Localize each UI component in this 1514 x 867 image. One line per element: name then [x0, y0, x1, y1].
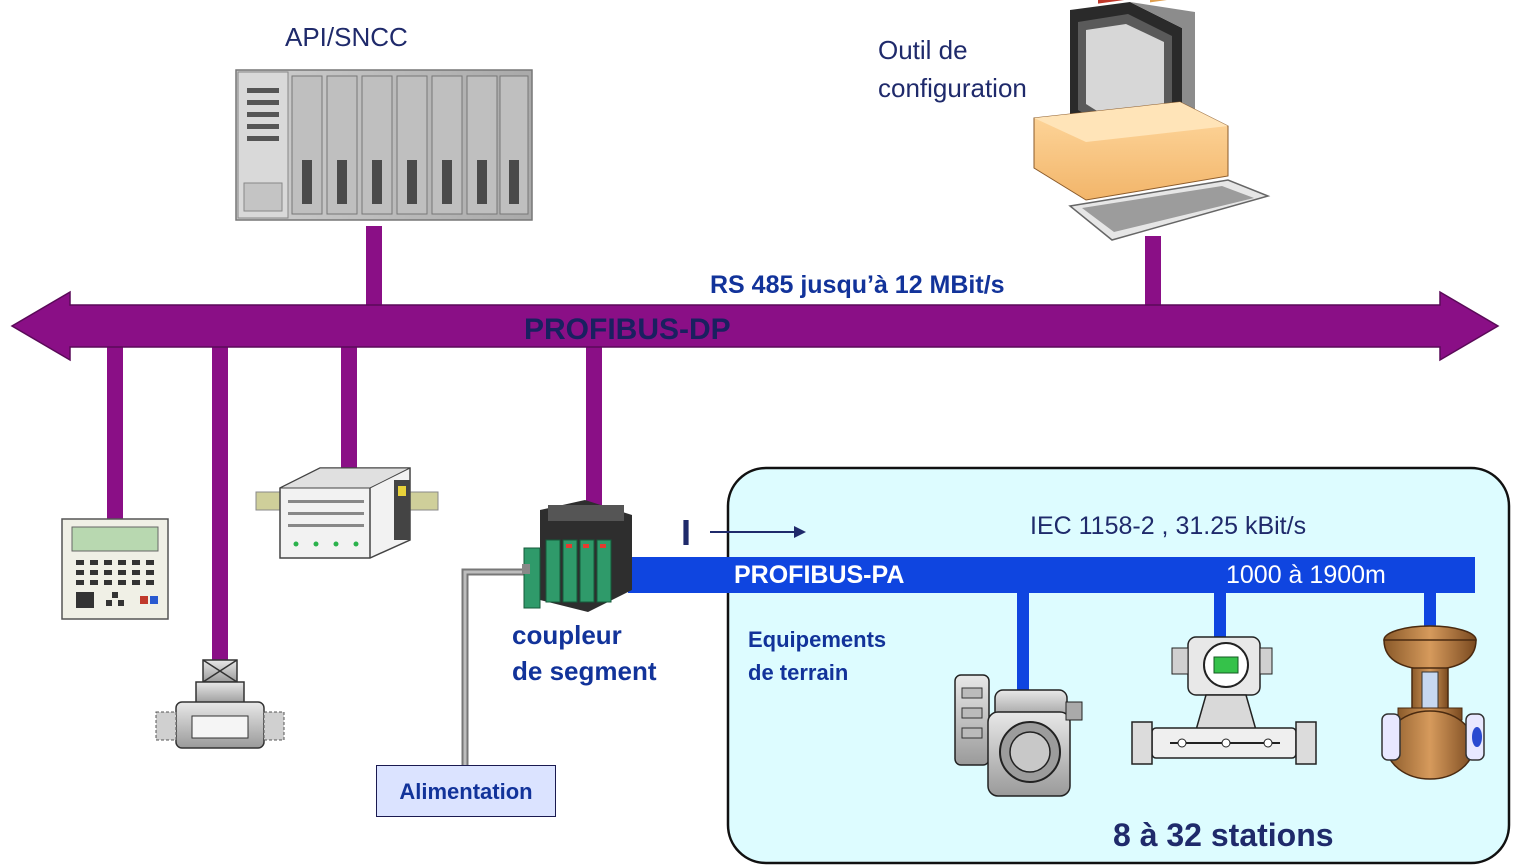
- direction-arrow: [710, 526, 806, 538]
- segment-coupler-icon: [522, 500, 632, 612]
- computer-icon: [1033, 0, 1271, 241]
- power-supply-box: Alimentation: [376, 765, 556, 817]
- pressure-transmitter-icon: [954, 674, 1083, 797]
- operator-panel-icon: [61, 518, 169, 620]
- stations-count-label: 8 à 32 stations: [1113, 817, 1334, 853]
- plc-rack-icon: [235, 69, 533, 221]
- profibus-pa-label: PROFIBUS-PA: [734, 561, 905, 589]
- config-tool-label-line2: configuration: [878, 73, 1027, 103]
- iec-speed-label: IEC 1158-2 , 31.25 kBit/s: [1030, 512, 1307, 540]
- rs485-speed-label: RS 485 jusqu’à 12 MBit/s: [710, 271, 1005, 299]
- coupler-label-line1: coupleur: [512, 620, 622, 650]
- control-valve-icon: [1381, 625, 1485, 780]
- coupler-label-line2: de segment: [512, 656, 657, 686]
- flowmeter-icon: [155, 659, 285, 749]
- field-devices-label-line2: de terrain: [748, 660, 849, 685]
- coriolis-flowmeter-icon: [1131, 636, 1317, 765]
- profibus-dp-bus: [10, 290, 1500, 362]
- config-tool-label-line1: Outil de: [878, 35, 968, 65]
- pa-length-label: 1000 à 1900m: [1226, 561, 1386, 589]
- pa-drop-lines: [1017, 593, 1436, 698]
- i-marker-label: I: [681, 512, 692, 553]
- power-supply-label: Alimentation: [399, 779, 533, 804]
- field-devices-label-line1: Equipements: [748, 627, 887, 652]
- io-module-icon: [255, 467, 439, 559]
- api-sncc-label: API/SNCC: [285, 22, 408, 52]
- profibus-pa-bus: [628, 557, 1475, 593]
- power-cable-highlight: [463, 570, 540, 765]
- profibus-dp-label: PROFIBUS-DP: [524, 313, 731, 346]
- dp-drop-lines: [107, 226, 1161, 666]
